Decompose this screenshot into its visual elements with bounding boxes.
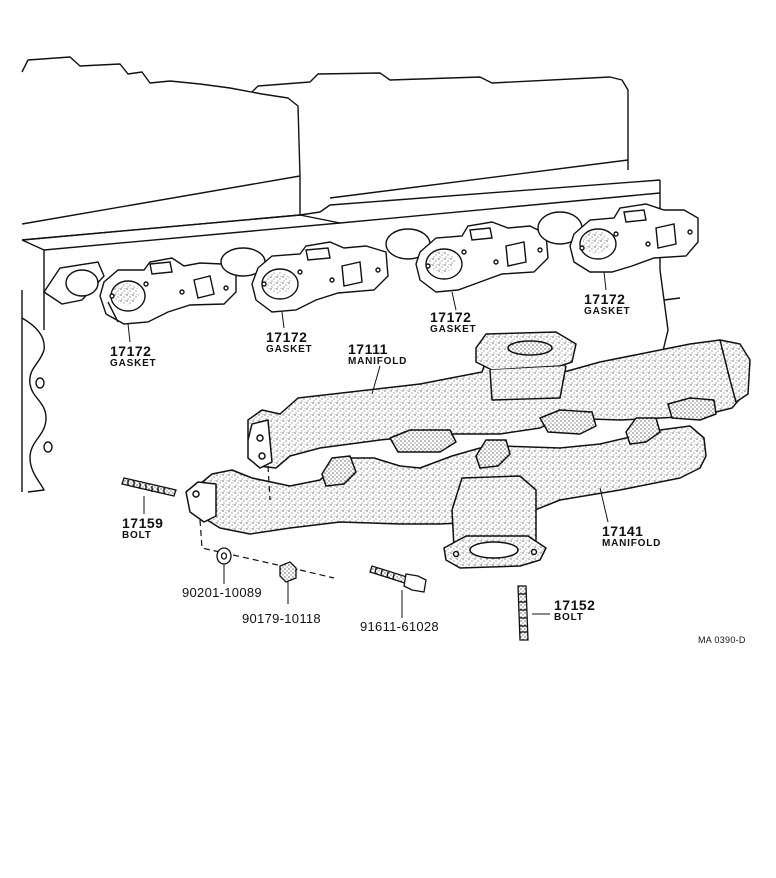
manifold-17141 bbox=[185, 417, 707, 569]
gasket-4-group bbox=[537, 203, 699, 273]
figure-reference: MA 0390-D bbox=[698, 635, 746, 645]
engine-block bbox=[21, 56, 681, 493]
washer-90201-10089 bbox=[216, 547, 232, 565]
callout-bolt-17152: 17152 BOLT bbox=[554, 598, 595, 623]
callout-gasket-2: 17172 GASKET bbox=[266, 330, 312, 355]
bolt-91611-61028 bbox=[369, 565, 427, 593]
part-name: GASKET bbox=[430, 324, 477, 335]
gasket-2-group bbox=[220, 241, 389, 313]
gasket-3-group bbox=[385, 221, 549, 293]
part-number: 17159 bbox=[122, 515, 164, 531]
part-number: 17141 bbox=[602, 523, 644, 539]
part-name: GASKET bbox=[110, 358, 157, 369]
part-number: 17172 bbox=[430, 309, 472, 325]
part-number: 17172 bbox=[266, 329, 308, 345]
callout-bolt-91611-61028: 91611-61028 bbox=[360, 619, 439, 634]
callout-gasket-1: 17172 GASKET bbox=[110, 344, 156, 369]
callout-washer-90201-10089: 90201-10089 bbox=[182, 585, 262, 600]
part-number: 17172 bbox=[584, 291, 626, 307]
part-name: GASKET bbox=[584, 306, 631, 317]
stud-bolt-17152 bbox=[517, 585, 529, 641]
gasket-1-group bbox=[43, 257, 237, 325]
part-number: 17111 bbox=[348, 341, 388, 357]
part-name: MANIFOLD bbox=[602, 538, 662, 549]
rocker-cover-right bbox=[251, 72, 629, 170]
rocker-cover-left bbox=[21, 56, 301, 241]
part-name: BOLT bbox=[554, 612, 584, 623]
callout-gasket-3: 17172 GASKET bbox=[430, 310, 476, 335]
callout-gasket-4: 17172 GASKET bbox=[584, 292, 630, 317]
callout-manifold-17111: 17111 MANIFOLD bbox=[348, 342, 407, 367]
leader-lines bbox=[127, 271, 609, 618]
manifold-17111 bbox=[247, 331, 751, 469]
callout-manifold-17141: 17141 MANIFOLD bbox=[602, 524, 661, 549]
part-number: 17152 bbox=[554, 597, 596, 613]
part-name: BOLT bbox=[122, 530, 152, 541]
part-number: 17172 bbox=[110, 343, 152, 359]
part-name: GASKET bbox=[266, 344, 313, 355]
nut-90179-10118 bbox=[279, 561, 297, 583]
callout-bolt-17159: 17159 BOLT bbox=[122, 516, 163, 541]
part-name: MANIFOLD bbox=[348, 356, 408, 367]
callout-nut-90179-10118: 90179-10118 bbox=[242, 611, 321, 626]
stud-bolt-17159 bbox=[121, 477, 177, 497]
alignment-lines bbox=[199, 465, 335, 579]
